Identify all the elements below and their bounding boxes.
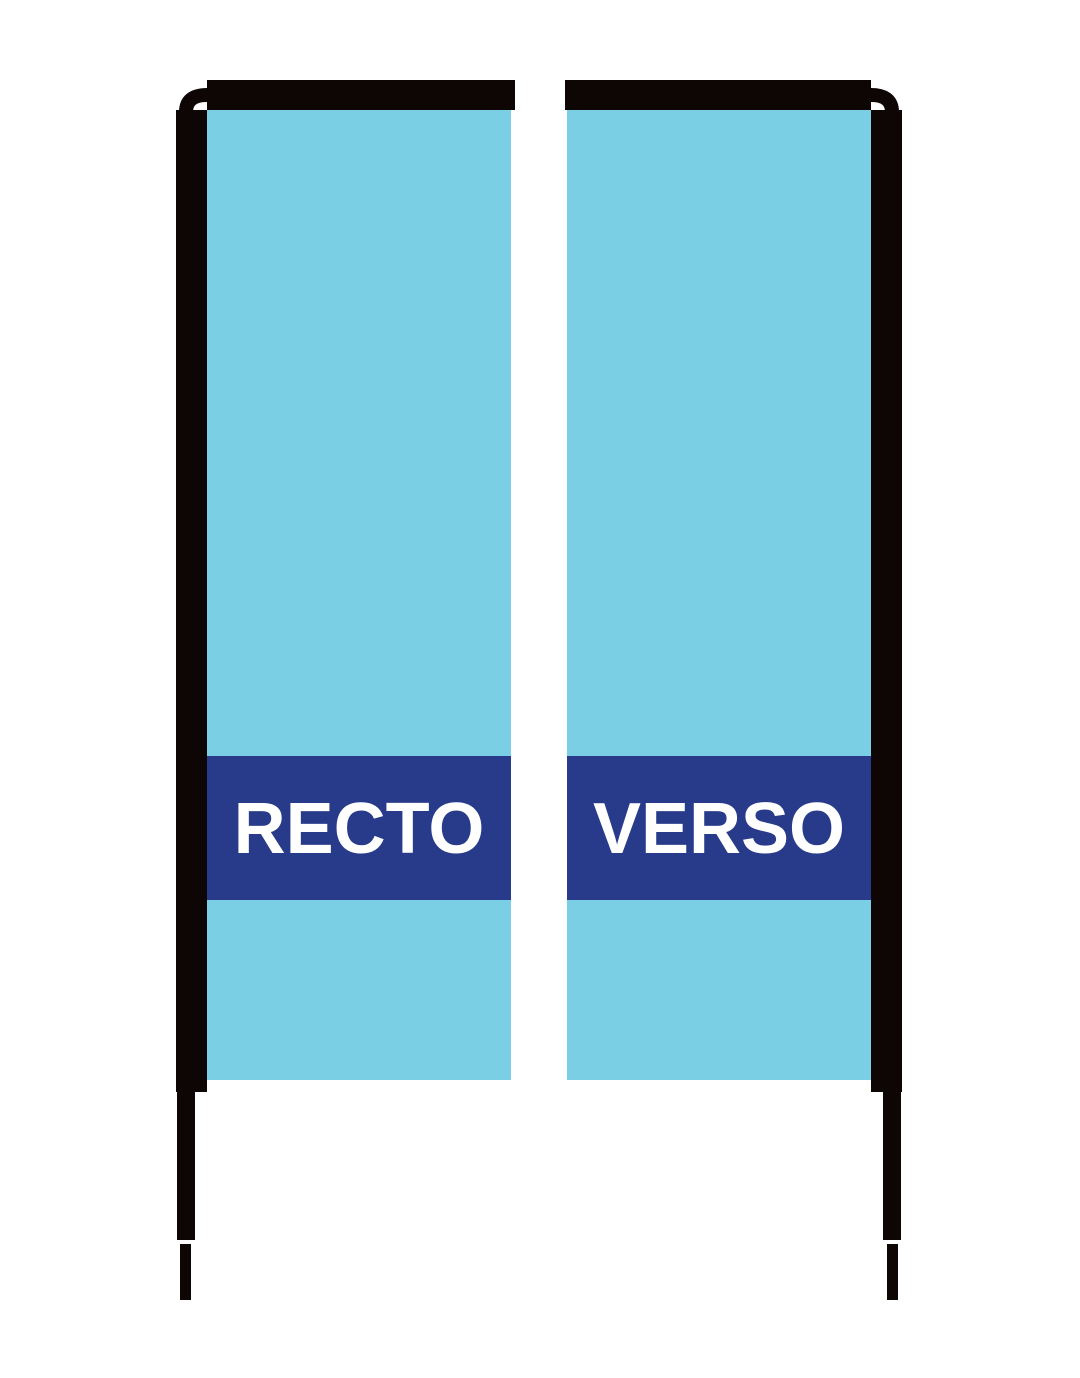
flag-recto-fabric <box>207 110 511 1080</box>
pole-right-top-bar <box>565 80 871 110</box>
flag-verso-band <box>567 756 871 900</box>
pole-left-lower <box>177 1092 195 1240</box>
flag-verso-fabric <box>567 110 871 1080</box>
flag-recto-label: RECTO <box>234 789 485 869</box>
flag-verso: VERSO <box>567 110 871 1080</box>
pole-right-main <box>871 110 902 1092</box>
flag-recto: RECTO <box>207 110 511 1080</box>
pole-right-spike <box>887 1244 898 1300</box>
pole-right-lower <box>883 1092 901 1240</box>
pole-left-spike <box>180 1244 191 1300</box>
pole-left-main <box>176 110 207 1092</box>
pole-left-top-bar <box>207 80 515 110</box>
flag-verso-label: VERSO <box>593 789 845 869</box>
pole-right <box>565 80 902 1300</box>
flag-recto-band <box>207 756 511 900</box>
pole-left-corner <box>179 88 208 113</box>
pole-left <box>176 80 515 1300</box>
pole-right-corner <box>870 88 899 113</box>
